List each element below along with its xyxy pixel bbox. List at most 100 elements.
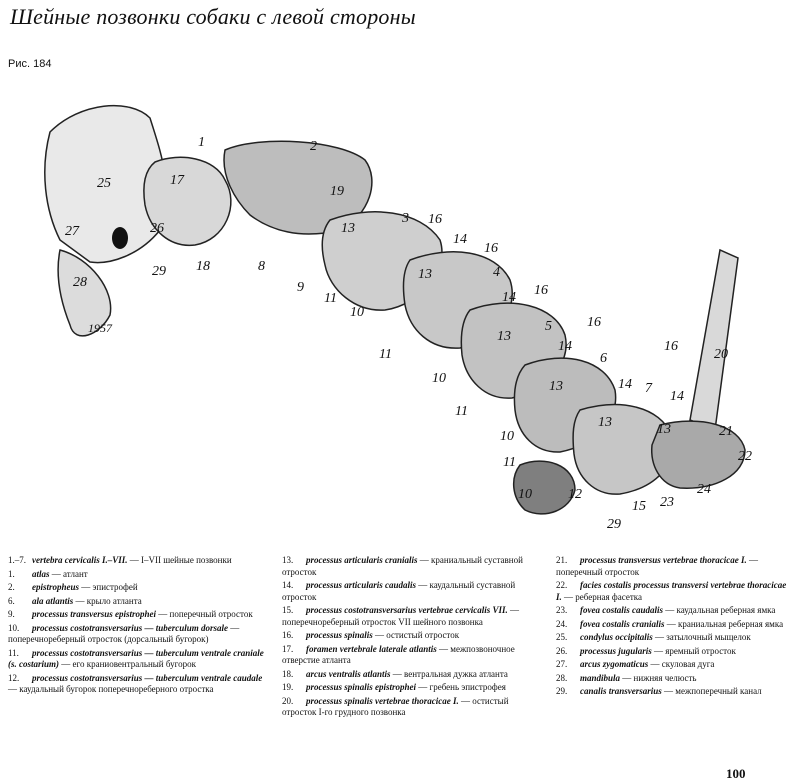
legend-item: 16. processus spinalis — остистый отросто… <box>282 630 544 642</box>
legend-russian: — остистый отросток <box>372 630 460 640</box>
illustration-year: 1957 <box>88 321 113 335</box>
legend-latin: processus spinalis <box>306 630 373 640</box>
occipital-condyle <box>112 227 128 249</box>
legend-number: 29. <box>556 686 568 696</box>
legend-latin: processus transversus epistrophei <box>32 609 157 619</box>
legend-russian: — межпоперечный канал <box>661 686 762 696</box>
legend-number: 16. <box>282 630 294 640</box>
legend-item: 2.epistropheus — эпистрофей <box>8 582 270 594</box>
legend-number: 15. <box>282 605 294 615</box>
legend-number: 23. <box>556 605 568 615</box>
legend-number: 19. <box>282 682 294 692</box>
legend-item: 6.ala atlantis — крыло атланта <box>8 596 270 608</box>
legend-item: 27.arcus zygomaticus — скуловая дуга <box>556 659 792 671</box>
legend-item: 21.processus transversus vertebrae thora… <box>556 555 792 578</box>
label-13a: 13 <box>341 221 355 236</box>
label-10b: 10 <box>432 371 446 386</box>
legend-russian: — поперечный отросток <box>556 555 758 577</box>
vertebra-7 <box>572 403 674 495</box>
legend-item: 18.arcus ventralis atlantis — вентральна… <box>282 669 544 681</box>
page-number: 100 <box>726 766 746 781</box>
legend-russian: — поперечнореберный отросток (дорсальный… <box>8 622 240 645</box>
legend-number: 13. <box>282 555 294 565</box>
legend-item: 29.canalis transversarius — межпоперечны… <box>556 686 792 698</box>
legend-number: 11. <box>8 647 19 658</box>
legend-latin: processus costotransversarius — tubercul… <box>32 622 229 633</box>
legend-russian: — краниальный суставной отросток <box>282 555 523 577</box>
legend-item: 22.facies costalis processus transversi … <box>556 580 792 603</box>
legend-russian: — остистый отросток I-го грудного позвон… <box>282 695 509 718</box>
legend-number: 20. <box>282 695 294 706</box>
legend-russian: — нижняя челюсть <box>620 672 697 683</box>
legend-item: 24.fovea costalis cranialis — краниальна… <box>556 619 792 631</box>
legend-russian: — эпистрофей <box>79 582 138 592</box>
legend-latin: fovea costalis caudalis <box>580 605 663 615</box>
legend-latin: epistropheus <box>32 582 80 592</box>
legend-item: 28. mandibula — нижняя челюсть <box>556 673 792 685</box>
legend-russian: — межпозвоночное отверстие атланта <box>282 643 515 666</box>
label-10d: 10 <box>518 487 532 502</box>
legend-latin: vertebra cervicalis I.–VII. <box>32 555 128 565</box>
label-13c: 13 <box>497 329 511 344</box>
legend-latin: mandibula <box>580 672 621 683</box>
label-28: 28 <box>73 275 87 290</box>
label-16d: 16 <box>587 315 601 330</box>
label-29b: 29 <box>607 517 621 532</box>
label-22: 22 <box>738 449 752 464</box>
legend-russian: — каудальный бугорок поперечнореберного … <box>8 684 214 694</box>
legend-number: 17. <box>282 643 294 654</box>
label-11a: 11 <box>324 291 337 306</box>
label-3: 3 <box>401 211 409 226</box>
label-14b: 14 <box>502 290 516 305</box>
legend-latin: atlas <box>32 568 50 579</box>
legend-number: 24. <box>556 618 568 629</box>
label-13f: 13 <box>657 422 671 437</box>
label-23: 23 <box>660 495 674 510</box>
label-5: 5 <box>545 319 552 334</box>
label-13b: 13 <box>418 267 432 282</box>
label-19: 19 <box>330 184 344 199</box>
legend-latin: processus costotransversarius — tubercul… <box>32 672 263 683</box>
legend-number: 10. <box>8 622 20 633</box>
legend-column-1: 1.–7.vertebra cervicalis I.–VII. — I–VII… <box>8 555 270 698</box>
label-14e: 14 <box>670 389 684 404</box>
label-20: 20 <box>714 347 728 362</box>
label-15: 15 <box>632 499 646 514</box>
label-14d: 14 <box>618 377 632 392</box>
legend-item: 19.processus spinalis epistrophei — греб… <box>282 682 544 694</box>
spinous-process-t1 <box>689 248 739 432</box>
label-16b: 16 <box>484 241 498 256</box>
label-13e: 13 <box>598 415 612 430</box>
legend-item: 13. processus articularis cranialis — кра… <box>282 555 544 578</box>
label-27: 27 <box>65 224 80 239</box>
label-13d: 13 <box>549 379 563 394</box>
label-24: 24 <box>697 482 711 497</box>
legend-russian: — поперечный отросток <box>156 609 253 619</box>
legend-latin: processus articularis cranialis <box>306 555 418 565</box>
legend-latin: processus jugularis <box>580 645 652 656</box>
label-11d: 11 <box>503 455 516 470</box>
legend-russian: — яремный отросток <box>651 645 736 656</box>
transverse-canal <box>513 460 576 515</box>
legend-number: 9. <box>8 609 15 619</box>
label-12: 12 <box>568 487 582 502</box>
legend-latin: foramen vertebrale laterale atlantis <box>306 643 437 654</box>
legend-number: 1. <box>8 568 15 579</box>
legend-russian: — каудальный суставной отросток <box>282 580 516 602</box>
label-8: 8 <box>258 259 265 274</box>
legend-russian: — затылочный мыщелок <box>652 632 751 642</box>
legend-item: 20. processus spinalis vertebrae thoracic… <box>282 696 544 719</box>
legend-item: 11.processus costotransversarius — tuber… <box>8 648 270 671</box>
legend-item: 12.processus costotransversarius — tuber… <box>8 673 270 696</box>
label-11b: 11 <box>379 347 392 362</box>
legend-item: 14.processus articularis caudalis — кауд… <box>282 580 544 603</box>
legend-latin: processus spinalis vertebrae thoracicae … <box>306 695 459 706</box>
legend-russian: — его краниовентральный бугорок <box>59 659 196 669</box>
legend-column-2: 13. processus articularis cranialis — кра… <box>282 555 544 721</box>
legend-item: 15.processus costotransversarius vertebr… <box>282 605 544 628</box>
label-29a: 29 <box>152 264 166 279</box>
legend-number: 28. <box>556 672 568 683</box>
legend-russian: — каудальная реберная ямка <box>663 605 776 615</box>
legend-russian: — гребень эпистрофея <box>416 682 506 692</box>
legend-russian: — реберная фасетка <box>561 591 643 602</box>
